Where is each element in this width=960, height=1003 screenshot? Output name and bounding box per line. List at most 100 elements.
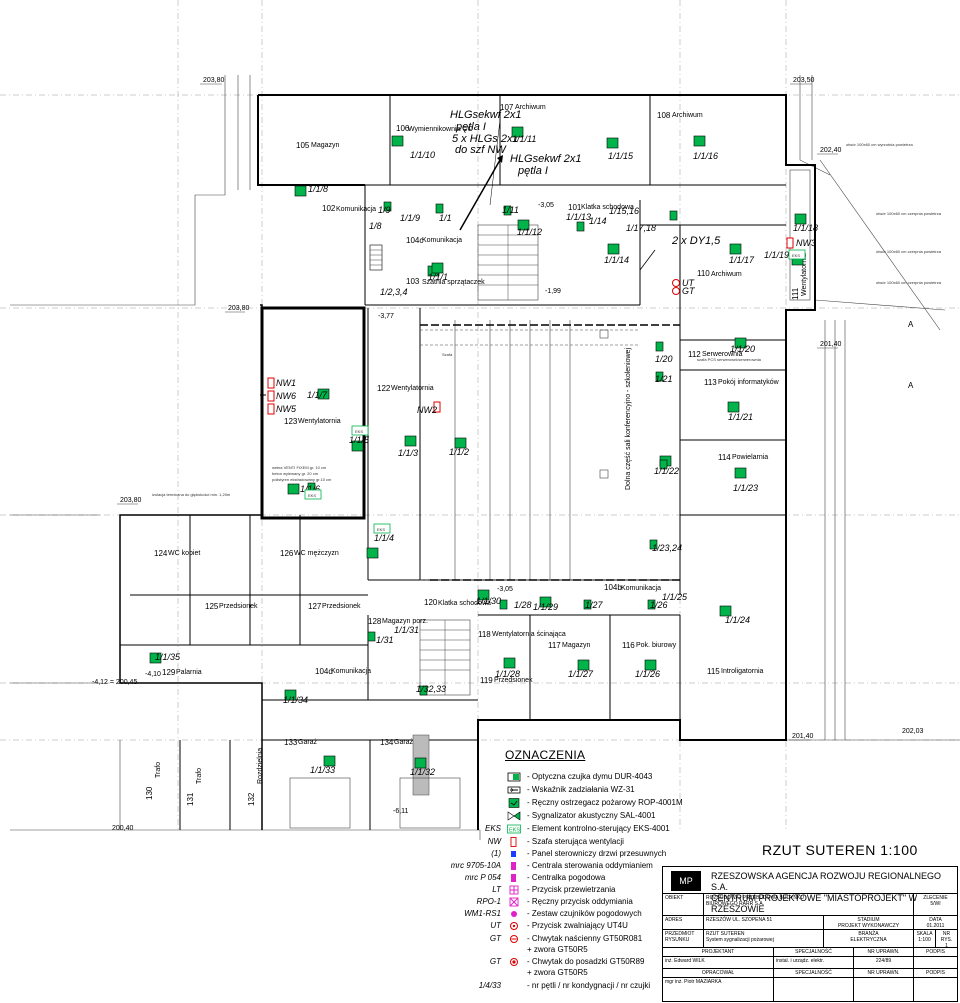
legend-item: GT- Chwytak naścienny GT50R081 xyxy=(485,934,705,946)
tb-przedmiot-label-line: RYSUNKU xyxy=(665,937,690,943)
room-name: Wentylatornia xyxy=(298,418,341,425)
ut-label: UT xyxy=(682,278,695,288)
tb-skala: SKALA 1:100 xyxy=(913,930,935,948)
detector-label: 1/1/3 xyxy=(398,448,418,458)
smoke-detector-icon xyxy=(577,659,590,671)
smoke-detector-icon xyxy=(294,185,307,197)
nw-cabinet-icon xyxy=(267,403,275,415)
nw-cabinet-icon xyxy=(433,401,441,413)
tb-adres-label: ADRES xyxy=(665,917,683,923)
detector-label: 1/1/35 xyxy=(155,652,181,662)
elevation-label: -4,12 = 200,45 xyxy=(92,679,137,686)
tb-branza-label: BRANŻA xyxy=(858,931,879,937)
room-number: 114 xyxy=(718,453,731,462)
nw-label: NW6 xyxy=(276,391,296,401)
tb-data-value: 01.2011 xyxy=(926,923,945,929)
loop-callout: HLGsekwf 2x1 xyxy=(510,153,582,165)
release-button-icon xyxy=(672,279,680,287)
room-name: Wentylatornia xyxy=(391,385,434,392)
room-name: Garaż xyxy=(394,739,414,746)
room-name: Powielarnia xyxy=(732,454,768,461)
room-number: 127 xyxy=(308,602,322,611)
detector-label: 1/1/5 xyxy=(349,435,370,445)
tb-przedmiot-value: RZUT SUTEREN System sygnalizacji pożarow… xyxy=(703,930,823,948)
room-number: 128 xyxy=(368,617,382,626)
detector-label: 1/1/32 xyxy=(410,767,435,777)
legend-item: NW- Szafa sterująca wentylacji xyxy=(485,837,705,849)
legend-text: - Panel sterowniczy drzwi przesuwnych xyxy=(527,849,667,858)
room-name: Przedsionek xyxy=(322,603,361,610)
tb-header: NR UPRAWN. xyxy=(853,948,913,957)
detector-label: 1/17,18 xyxy=(626,223,656,233)
room-number: 113 xyxy=(704,378,717,387)
legend-key: mrc 9705-10A xyxy=(450,861,501,870)
company-line: CENTRUM PROJEKTOWE "MIASTOPROJEKT" W RZE… xyxy=(711,893,918,914)
tb-nr-rys-label: NR RYS. xyxy=(940,931,953,943)
legend-key: GT xyxy=(489,957,501,966)
magenta-symbol-icon xyxy=(511,862,516,870)
room-name: Przedsionek xyxy=(494,677,533,684)
room-name: Magazyn xyxy=(562,642,591,649)
room-name: Trafo xyxy=(196,768,203,784)
legend-key: LT xyxy=(492,885,501,894)
room-name: Klatka schodowa xyxy=(581,204,634,211)
detector-label: 1/15,16 xyxy=(609,206,639,216)
title-block: MP RZESZOWSKA AGENCJA ROZWOJU REGIONALNE… xyxy=(662,866,958,1002)
smoke-detector-icon xyxy=(734,337,747,349)
detector-label: 1/1/11 xyxy=(512,134,536,144)
manual-call-point-icon xyxy=(576,221,585,232)
conference-hall-structure xyxy=(420,320,640,581)
elevation-label: 203,80 xyxy=(203,77,225,84)
detectors-layer xyxy=(149,126,807,769)
rpo-symbol-icon xyxy=(509,897,519,907)
elevation-label: -3,77 xyxy=(378,313,394,320)
window-note: otwór 100x60 cm czerpnia powietrza xyxy=(876,249,942,254)
room-number: 106 xyxy=(396,124,410,133)
detector-label: 1/1/26 xyxy=(635,669,660,679)
detector-label: 1/1/7 xyxy=(307,390,328,400)
room-name: Pok. biurowy xyxy=(636,642,677,649)
nw-cabinet-icon xyxy=(786,237,794,249)
detector-label: 1/1/2 xyxy=(449,447,469,457)
legend-item: UT- Przycisk zwalniający UT4U xyxy=(485,921,705,933)
wm-symbol-icon xyxy=(511,911,517,917)
wall-layer-note: polistyren ekstradowany gr.10 cm xyxy=(272,477,332,482)
staircase-101 xyxy=(477,224,539,301)
manual-call-point-icon xyxy=(583,599,592,610)
legend-item: - Optyczna czujka dymu DUR-4043 xyxy=(485,772,705,784)
gt2-symbol-icon xyxy=(510,958,518,966)
room-number: 118 xyxy=(478,630,491,639)
legend-text: - Ręczny przycisk oddymiania xyxy=(527,897,633,906)
room-number: 125 xyxy=(205,602,219,611)
detector-labels: 1/1/8 1/8 1/1/9 1/9 1/1 1/11 1/1/10 1/1/… xyxy=(155,134,818,777)
room-number: 124 xyxy=(154,549,168,558)
room-number: 107 xyxy=(500,103,514,112)
smoke-detector-icon xyxy=(727,401,740,413)
legend-key: EKS xyxy=(484,824,501,833)
manual-call-point-icon xyxy=(649,539,658,550)
nw-label: NW1 xyxy=(276,378,296,388)
detector-label: 1/1/28 xyxy=(495,669,520,679)
tb-data-label: DATA xyxy=(929,917,942,923)
room-name: Serwerownia xyxy=(702,351,743,358)
ut-symbol-icon xyxy=(510,922,518,930)
room-name: Introligatornia xyxy=(721,668,764,675)
manual-call-point-icon xyxy=(659,459,668,470)
nw-cabinet-icon xyxy=(267,377,275,389)
room-name: Komunikacja xyxy=(331,668,371,675)
legend-text: - Chwytak do posadzki GT50R89 xyxy=(527,957,645,966)
legend-text: - Przycisk przewietrzania xyxy=(527,885,616,894)
tb-zlecenie-value: 5/WI xyxy=(930,901,941,907)
tb-header: SPECJALNOŚĆ xyxy=(773,969,853,978)
room-number: 126 xyxy=(280,549,294,558)
tb-cell: inż. Edward WILK xyxy=(665,958,705,964)
room-number: 108 xyxy=(657,111,671,120)
tb-obiekt-label: OBIEKT xyxy=(665,895,684,901)
wall-layer-note: wełna VENTI FIXEM gr. 10 cm xyxy=(272,465,327,470)
detector-label: 1/1/24 xyxy=(725,615,750,625)
detector-label: 1/1 xyxy=(439,213,452,223)
room-number: 132 xyxy=(247,792,256,806)
legend-text: - Element kontrolno-sterujący EKS-4001 xyxy=(527,824,670,833)
room-number: 110 xyxy=(697,269,710,278)
